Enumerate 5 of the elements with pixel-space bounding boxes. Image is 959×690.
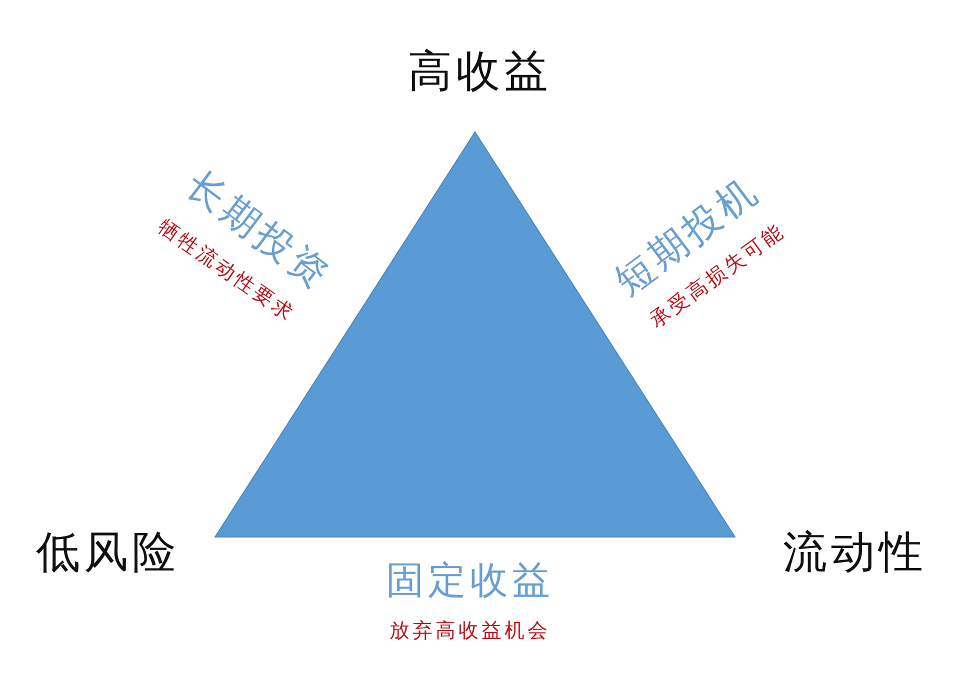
corner-label: 高收益 xyxy=(408,48,552,96)
corner-label: 流动性 xyxy=(783,529,927,578)
side-label: 固定收益 xyxy=(386,561,554,603)
corner-label: 低风险 xyxy=(36,529,180,578)
side-note: 放弃高收益机会 xyxy=(390,620,550,642)
